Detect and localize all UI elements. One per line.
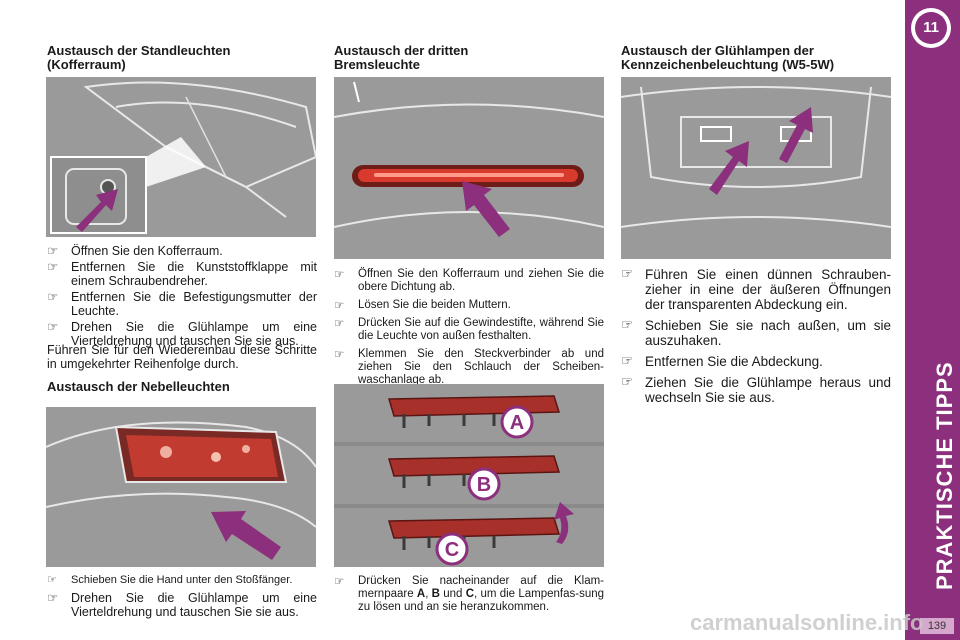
- step-item: ☞ Entfernen Sie die Kunststoffklappe mit …: [47, 259, 317, 289]
- hand-pointer-icon: ☞: [334, 316, 345, 330]
- step-item: ☞ Entfernen Sie die Abdeckung.: [621, 353, 891, 370]
- steps-standleuchten: ☞ Öffnen Sie den Kofferraum. ☞ Entfernen S…: [47, 244, 317, 350]
- clips-illustration: A B C: [334, 384, 604, 567]
- step-item: ☞ Drehen Sie die Glühlampe um eine Vierte…: [47, 319, 317, 349]
- step-text: Öffnen Sie den Kofferraum.: [71, 244, 223, 258]
- figure-brake-light-clips: A B C: [334, 384, 604, 567]
- hand-pointer-icon: ☞: [47, 259, 59, 274]
- heading-kennzeichenbeleuchtung: Austausch der Glühlampen der Kennzeichen…: [621, 43, 835, 72]
- hand-pointer-icon: ☞: [47, 289, 59, 304]
- reassembly-note: Führen Sie für den Wiedereinbau diese Sc…: [47, 343, 317, 371]
- step-item: ☞ Öffnen Sie den Kofferraum und ziehen Si…: [334, 268, 604, 294]
- heading-nebelleuchten: Austausch der Nebelleuchten: [47, 379, 230, 394]
- step-text: Führen Sie einen dünnen Schrauben-zieher…: [645, 267, 891, 312]
- brake-light-illustration: [334, 77, 604, 259]
- step-item: ☞ Entfernen Sie die Befestigungsmutter de…: [47, 289, 317, 319]
- page-number: 139: [920, 618, 954, 634]
- hand-pointer-icon: ☞: [334, 574, 345, 588]
- heading-standleuchten: Austausch der Standleuchten (Kofferraum): [47, 43, 231, 72]
- label-b: B: [477, 474, 491, 496]
- step-item: ☞ Drehen Sie die Glühlampe um eine Vierte…: [47, 590, 317, 620]
- steps-kennzeichen: ☞ Führen Sie einen dünnen Schrauben-ziehe…: [621, 267, 891, 407]
- step-item: ☞ Klemmen Sie den Steckverbinder ab und z…: [334, 348, 604, 387]
- step-text: Schieben Sie die Hand unter den Stoßfäng…: [71, 574, 293, 586]
- hand-pointer-icon: ☞: [47, 319, 59, 334]
- watermark: carmanualsonline.info: [690, 610, 924, 635]
- step-item: ☞ Öffnen Sie den Kofferraum.: [47, 243, 317, 259]
- hand-pointer-icon: ☞: [47, 243, 59, 258]
- hand-pointer-icon: ☞: [334, 298, 345, 312]
- step-text: Entfernen Sie die Kunststoffklappe mit e…: [71, 260, 317, 288]
- step-text: Drehen Sie die Glühlampe um eine Viertel…: [71, 591, 317, 619]
- chapter-title: PRAKTISCHE TIPPS: [932, 361, 957, 590]
- hand-pointer-icon: ☞: [621, 266, 634, 282]
- steps-bremsleuchte: ☞ Öffnen Sie den Kofferraum und ziehen Si…: [334, 268, 604, 389]
- step-item: ☞ Schieben Sie sie nach außen, um sie aus…: [621, 317, 891, 349]
- clip-row-b: B: [388, 455, 561, 501]
- step-item: ☞ Führen Sie einen dünnen Schrauben-ziehe…: [621, 266, 891, 313]
- chapter-sidebar: [905, 0, 960, 640]
- step-item: ☞ Drücken Sie auf die Gewindestifte, währ…: [334, 317, 604, 343]
- chapter-badge: 11: [911, 8, 951, 48]
- license-plate-illustration: [621, 77, 891, 259]
- label-c: C: [445, 539, 459, 561]
- hand-pointer-icon: ☞: [47, 590, 59, 605]
- step-item: ☞ Schieben Sie die Hand unter den Stoßfän…: [47, 573, 317, 587]
- hand-pointer-icon: ☞: [621, 353, 634, 369]
- step-item: ☞ Lösen Sie die beiden Muttern.: [334, 299, 604, 312]
- hand-pointer-icon: ☞: [621, 317, 634, 333]
- clip-row-c: C: [388, 502, 574, 566]
- step-text: Schieben Sie sie nach außen, um sie ausz…: [645, 318, 891, 348]
- step-text: Ziehen Sie die Glühlampe heraus und wech…: [645, 375, 891, 405]
- trunk-light-illustration: [46, 77, 316, 237]
- step-text: Öffnen Sie den Kofferraum und ziehen Sie…: [358, 268, 604, 293]
- step-text: Drücken Sie nacheinander auf die Klam-me…: [358, 575, 605, 613]
- label-a: A: [510, 412, 524, 434]
- fog-light-illustration: [46, 407, 316, 567]
- steps-klammern: ☞ Drücken Sie nacheinander auf die Klam-m…: [334, 575, 604, 616]
- hand-pointer-icon: ☞: [334, 267, 345, 281]
- hand-pointer-icon: ☞: [47, 573, 57, 586]
- chapter-number: 11: [915, 12, 947, 44]
- step-text: Lösen Sie die beiden Muttern.: [358, 299, 511, 311]
- hand-pointer-icon: ☞: [334, 347, 345, 361]
- clip-row-a: A: [388, 395, 561, 439]
- figure-license-plate-light: [621, 77, 891, 259]
- step-text: Drücken Sie auf die Gewindestifte, währe…: [358, 317, 604, 342]
- figure-brake-light: [334, 77, 604, 259]
- step-text: Klemmen Sie den Steckverbinder ab und zi…: [358, 348, 604, 386]
- step-text: Entfernen Sie die Befestigungsmutter der…: [71, 290, 317, 318]
- step-text: Drehen Sie die Glühlampe um eine Viertel…: [71, 320, 317, 348]
- hand-pointer-icon: ☞: [621, 374, 634, 390]
- heading-bremsleuchte: Austausch der dritten Bremsleuchte: [334, 43, 469, 72]
- figure-trunk-light: [46, 77, 316, 237]
- step-item: ☞ Ziehen Sie die Glühlampe heraus und wec…: [621, 374, 891, 406]
- step-item: ☞ Drücken Sie nacheinander auf die Klam-m…: [334, 575, 604, 614]
- figure-fog-light: [46, 407, 316, 567]
- step-text: Entfernen Sie die Abdeckung.: [645, 354, 823, 369]
- steps-nebelleuchten: ☞ Schieben Sie die Hand unter den Stoßfän…: [47, 573, 317, 621]
